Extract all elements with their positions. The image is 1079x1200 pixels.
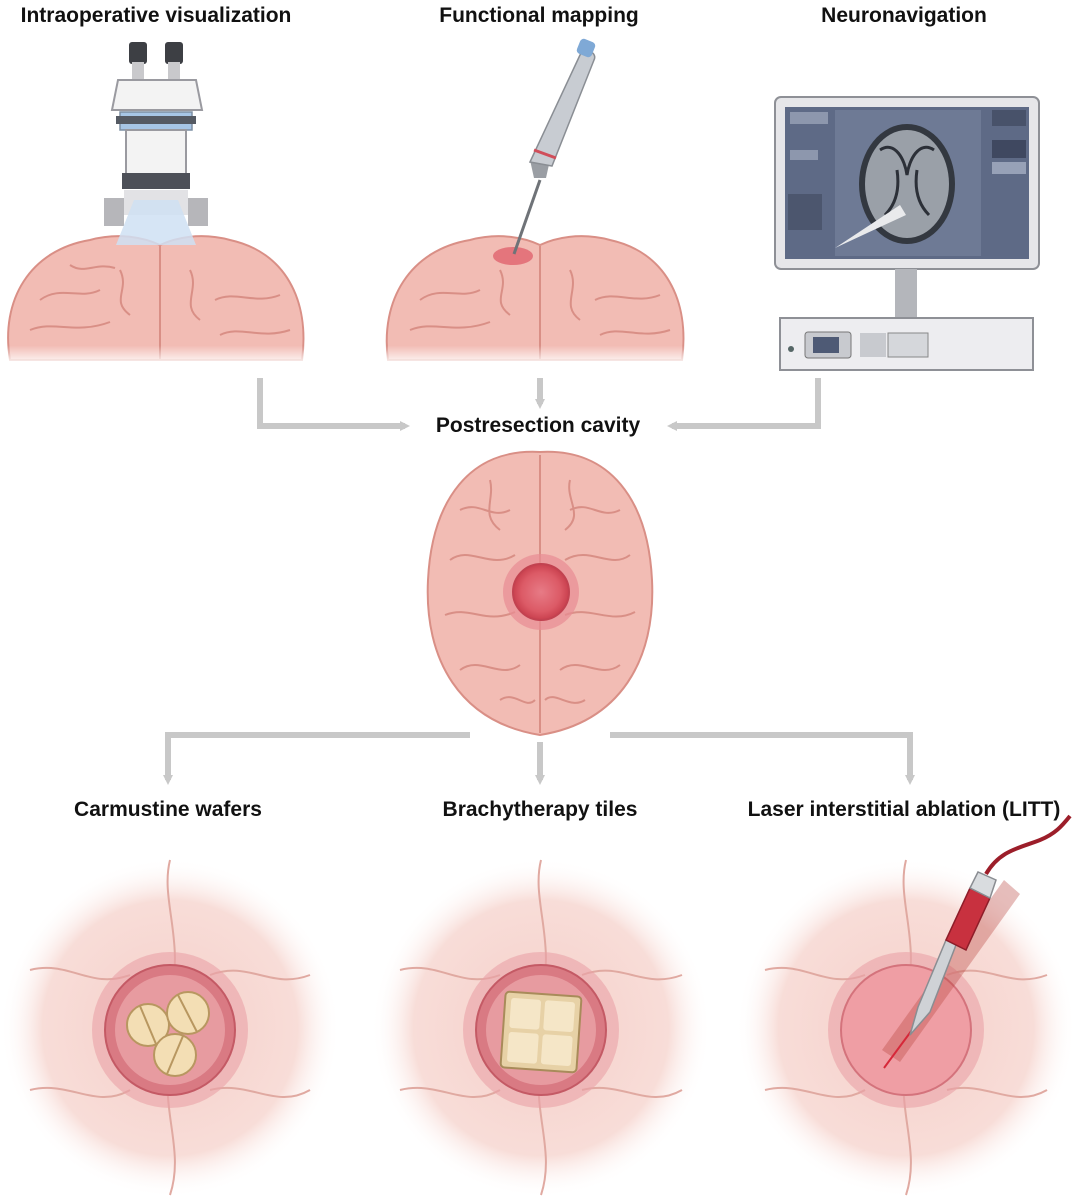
brachytherapy-tiles-label: Brachytherapy tiles (442, 798, 638, 821)
neuronavigation-monitor (774, 96, 1040, 371)
brachytherapy-tile-icon (499, 990, 583, 1074)
carmustine-wafers-label: Carmustine wafers (74, 798, 262, 821)
litt-label: Laser interstitial ablation (LITT) (747, 798, 1061, 821)
wafers-zoom (0, 858, 340, 1198)
stimulation-probe-icon (512, 38, 596, 255)
litt-zoom (736, 814, 1076, 1198)
carmustine-wafer-icon (126, 991, 210, 1077)
neuronavigation-label: Neuronavigation (821, 4, 987, 27)
top-left-brain (0, 235, 320, 365)
intraoperative-visualization-label: Intraoperative visualization (20, 4, 292, 27)
center-brain (426, 450, 654, 737)
microscope-icon (104, 42, 208, 245)
functional-mapping-label: Functional mapping (439, 4, 639, 27)
arrows-in (257, 378, 821, 431)
laser-probe-icon (882, 814, 1072, 1069)
postresection-cavity-label: Postresection cavity (435, 414, 641, 437)
top-middle-brain (380, 235, 700, 365)
tiles-zoom (371, 858, 711, 1198)
arrows-out (163, 732, 915, 785)
